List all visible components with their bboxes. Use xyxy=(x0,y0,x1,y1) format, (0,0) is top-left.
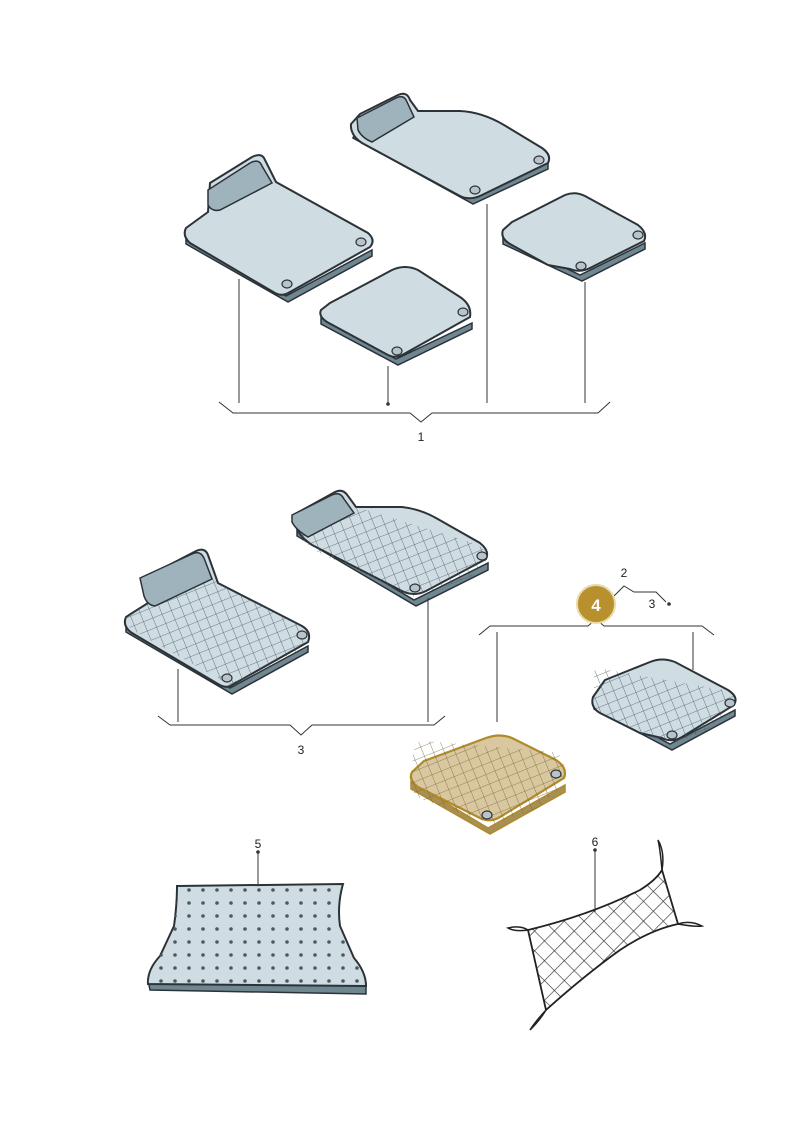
mat-set-4 xyxy=(400,585,750,840)
callout-5: 5 xyxy=(255,837,262,851)
luggage-net[interactable] xyxy=(506,839,705,1031)
front-left-grid-mat[interactable] xyxy=(100,540,330,710)
callout-4: 4 xyxy=(591,596,601,615)
callout-1: 1 xyxy=(418,430,425,444)
front-left-mat[interactable] xyxy=(183,154,374,303)
rear-left-mat[interactable] xyxy=(319,266,473,366)
callout-3-rear: 3 xyxy=(649,597,656,611)
rear-left-grid-mat-highlighted[interactable] xyxy=(400,725,580,840)
callout-6: 6 xyxy=(592,835,599,849)
mat-set-1 xyxy=(183,92,647,423)
trunk-mat[interactable] xyxy=(146,850,368,995)
rear-right-mat[interactable] xyxy=(501,192,647,282)
callout-3-front: 3 xyxy=(298,743,305,757)
front-right-mat[interactable] xyxy=(349,92,551,205)
callout-2: 2 xyxy=(621,566,628,580)
mat-set-3 xyxy=(100,480,500,736)
rear-right-grid-mat[interactable] xyxy=(580,650,750,760)
callout-4-badge[interactable]: 4 xyxy=(576,584,616,624)
front-right-grid-mat[interactable] xyxy=(280,480,500,610)
